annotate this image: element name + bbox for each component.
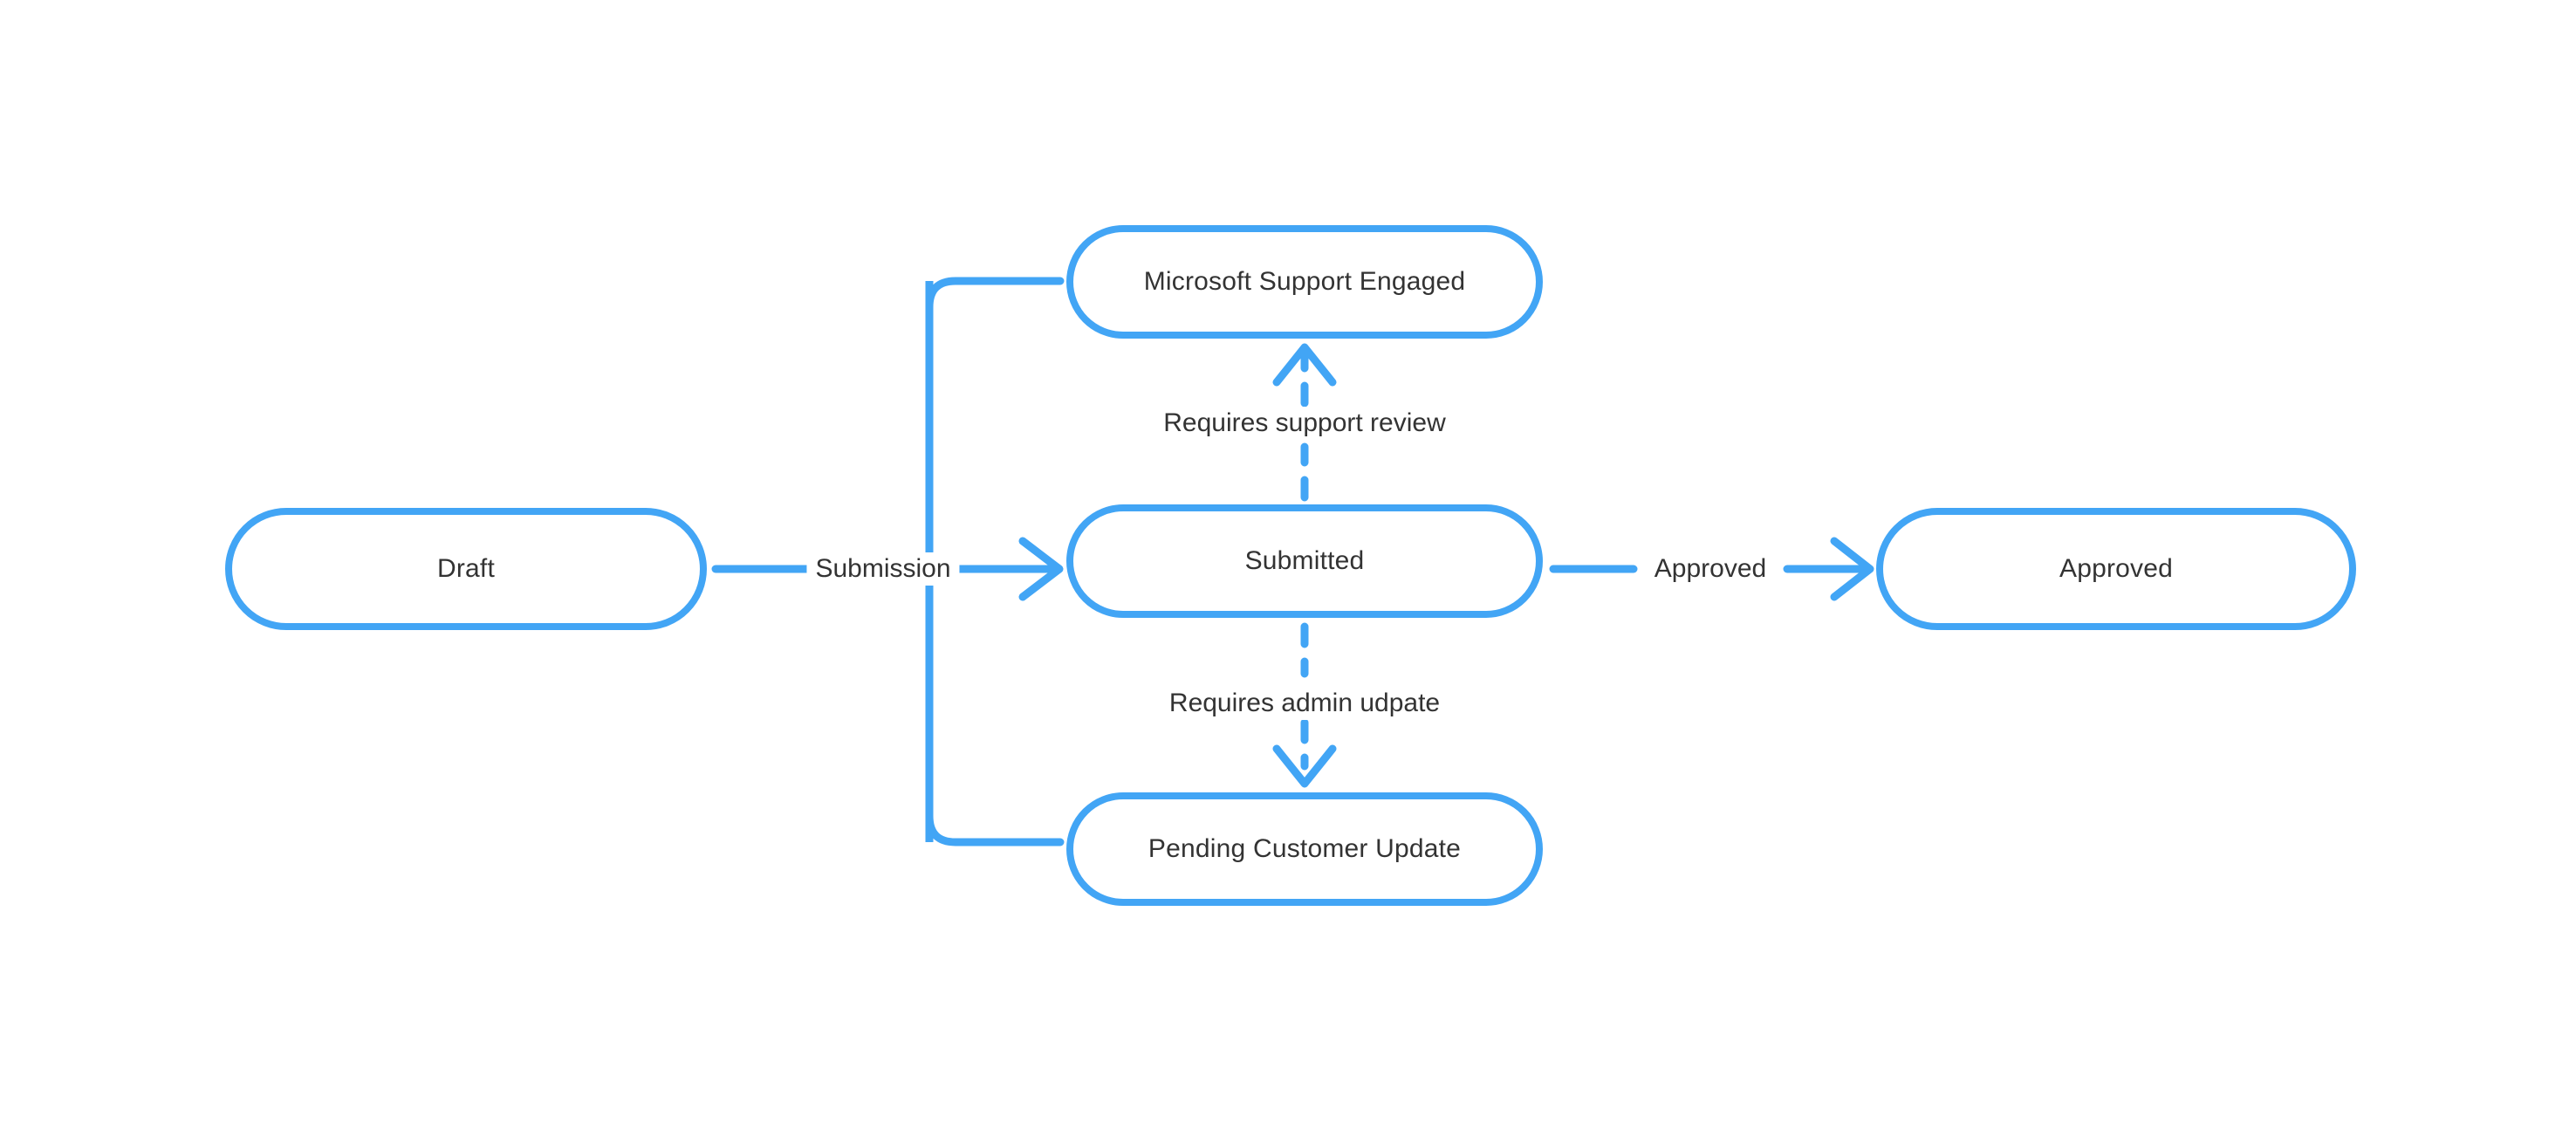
edge-label-submission: Submission: [806, 552, 960, 586]
edge-trunk-to-pending: [925, 807, 1065, 846]
edge-trunk-to-support: [925, 277, 1065, 319]
edge-label-requires-admin-update: Requires admin udpate: [1160, 687, 1449, 720]
edge-submitted-to-support-arrowhead: [1272, 343, 1337, 387]
edge-submitted-to-pending-arrowhead: [1272, 744, 1337, 788]
node-pending-customer-update-label: Pending Customer Update: [1148, 834, 1462, 863]
node-pending-customer-update[interactable]: Pending Customer Update: [1066, 792, 1543, 906]
node-submitted[interactable]: Submitted: [1066, 504, 1543, 618]
node-microsoft-support-engaged-label: Microsoft Support Engaged: [1143, 267, 1466, 296]
node-approved-label: Approved: [2059, 554, 2174, 583]
node-draft-label: Draft: [436, 554, 495, 583]
node-submitted-label: Submitted: [1244, 546, 1365, 575]
node-approved[interactable]: Approved: [1876, 508, 2356, 630]
edge-label-requires-support-review: Requires support review: [1154, 407, 1455, 440]
node-draft[interactable]: Draft: [225, 508, 707, 630]
node-microsoft-support-engaged[interactable]: Microsoft Support Engaged: [1066, 225, 1543, 339]
edge-label-approved: Approved: [1645, 552, 1776, 586]
edge-trunk-to-submitted-arrowhead: [1018, 537, 1064, 601]
edge-submitted-to-approved-arrowhead: [1830, 537, 1874, 601]
